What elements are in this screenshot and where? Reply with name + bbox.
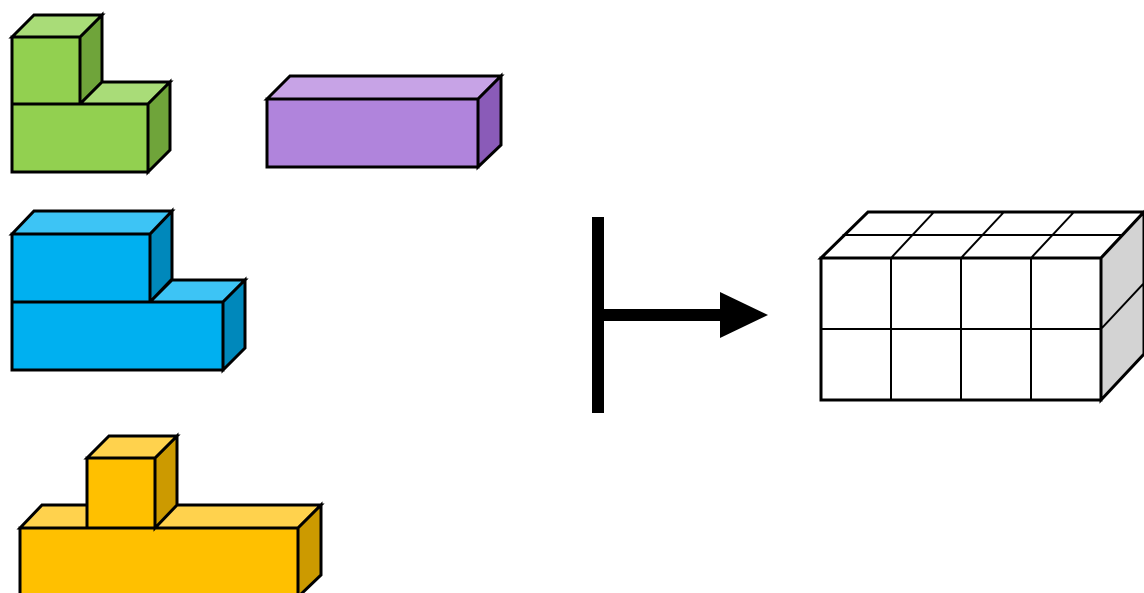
purple-bar-piece — [263, 72, 505, 171]
result-grid-lines — [821, 211, 1144, 400]
assembled-grid-box — [817, 209, 1144, 404]
side-row-line — [1100, 282, 1144, 330]
green-l-piece — [8, 11, 174, 176]
arrow-head — [720, 292, 768, 338]
blue-l-piece — [8, 207, 249, 374]
yellow-t-piece — [16, 432, 325, 593]
maps-to-arrow — [592, 217, 768, 413]
